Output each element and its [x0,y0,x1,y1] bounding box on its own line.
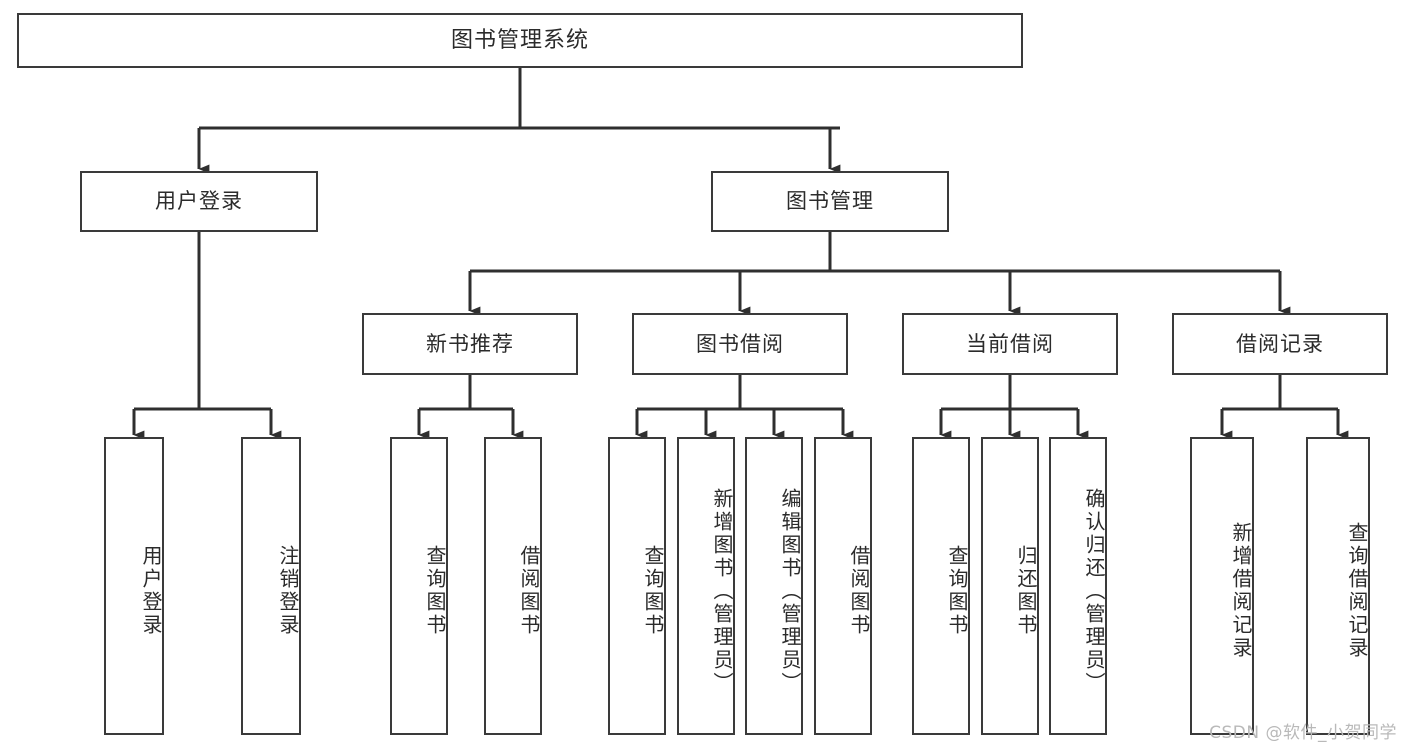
csdn-watermark: CSDN @软件_小贺同学 [1209,723,1397,743]
node-leaf-borrow-book-2-label: 借阅图书 [847,545,871,637]
node-book-borrow[interactable]: 图书借阅 [632,313,848,375]
node-leaf-add-record-label: 新增借阅记录 [1229,522,1253,660]
node-borrow-record-label: 借阅记录 [1236,331,1324,356]
node-book-management[interactable]: 图书管理 [711,171,949,232]
node-borrow-record[interactable]: 借阅记录 [1172,313,1388,375]
node-leaf-query-book-1[interactable]: 查询图书 [390,437,448,735]
node-current-borrow-label: 当前借阅 [966,331,1054,356]
node-book-borrow-label: 图书借阅 [696,331,784,356]
node-leaf-borrow-book-1-label: 借阅图书 [517,545,541,637]
node-leaf-user-login-label: 用户登录 [139,545,163,637]
node-user-login[interactable]: 用户登录 [80,171,318,232]
node-leaf-edit-book-label: 编辑图书（管理员） [778,487,802,695]
node-leaf-return-book-label: 归还图书 [1014,545,1038,637]
node-leaf-query-record-label: 查询借阅记录 [1345,522,1369,660]
node-book-management-label: 图书管理 [786,189,874,214]
node-leaf-logout-login[interactable]: 注销登录 [241,437,301,735]
node-root-label: 图书管理系统 [450,27,589,53]
node-leaf-edit-book[interactable]: 编辑图书（管理员） [745,437,803,735]
node-leaf-query-book-3[interactable]: 查询图书 [912,437,970,735]
node-leaf-query-book-1-label: 查询图书 [423,545,447,637]
node-leaf-query-record[interactable]: 查询借阅记录 [1306,437,1370,735]
node-current-borrow[interactable]: 当前借阅 [902,313,1118,375]
node-leaf-borrow-book-1[interactable]: 借阅图书 [484,437,542,735]
node-leaf-return-book[interactable]: 归还图书 [981,437,1039,735]
node-leaf-query-book-2[interactable]: 查询图书 [608,437,666,735]
node-leaf-query-book-2-label: 查询图书 [641,545,665,637]
node-root[interactable]: 图书管理系统 [17,13,1023,68]
node-leaf-confirm-return-label: 确认归还（管理员） [1082,487,1106,695]
node-leaf-query-book-3-label: 查询图书 [945,545,969,637]
node-user-login-label: 用户登录 [155,189,243,214]
node-leaf-confirm-return[interactable]: 确认归还（管理员） [1049,437,1107,735]
node-new-book-recommend[interactable]: 新书推荐 [362,313,578,375]
node-leaf-logout-login-label: 注销登录 [276,545,300,637]
node-leaf-add-book[interactable]: 新增图书（管理员） [677,437,735,735]
node-leaf-add-record[interactable]: 新增借阅记录 [1190,437,1254,735]
node-leaf-add-book-label: 新增图书（管理员） [710,487,734,695]
node-leaf-borrow-book-2[interactable]: 借阅图书 [814,437,872,735]
node-new-book-recommend-label: 新书推荐 [426,331,514,356]
node-leaf-user-login[interactable]: 用户登录 [104,437,164,735]
